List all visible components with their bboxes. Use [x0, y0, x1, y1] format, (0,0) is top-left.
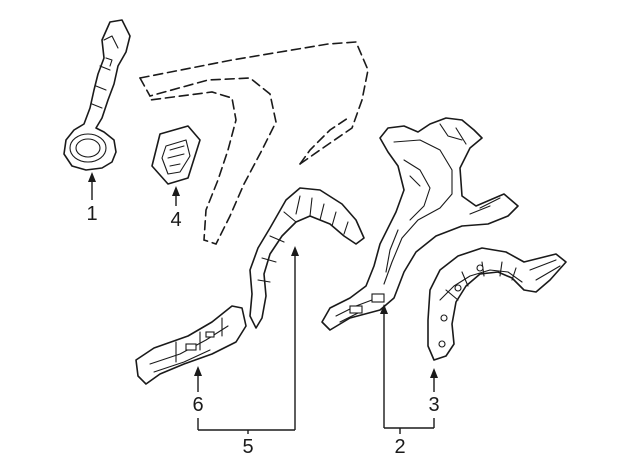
part-5-inner-wheelhouse — [249, 187, 365, 329]
quarter-panel-outline — [139, 41, 369, 245]
arrow-6-icon — [194, 366, 202, 376]
part-6-rear-extension — [135, 305, 247, 385]
arrow-1-icon — [88, 172, 96, 182]
callout-numbers: 1 2 3 4 5 6 — [86, 203, 439, 458]
arrow-4-icon — [172, 186, 180, 196]
callout-4: 4 — [170, 209, 181, 231]
arrow-2-icon — [380, 304, 388, 314]
part-4-bracket — [151, 125, 201, 185]
callout-3: 3 — [428, 394, 439, 416]
callout-6: 6 — [192, 394, 203, 416]
part-2-inner-quarter-panel — [321, 117, 519, 331]
part-1-fuel-filler-housing — [63, 19, 131, 171]
callout-5: 5 — [242, 436, 253, 458]
arrow-3-icon — [430, 368, 438, 378]
leader-lines — [88, 172, 438, 434]
part-3-outer-wheelhouse — [427, 247, 567, 361]
callout-1: 1 — [86, 203, 97, 225]
callout-2: 2 — [394, 436, 405, 458]
arrow-5-icon — [291, 246, 299, 256]
